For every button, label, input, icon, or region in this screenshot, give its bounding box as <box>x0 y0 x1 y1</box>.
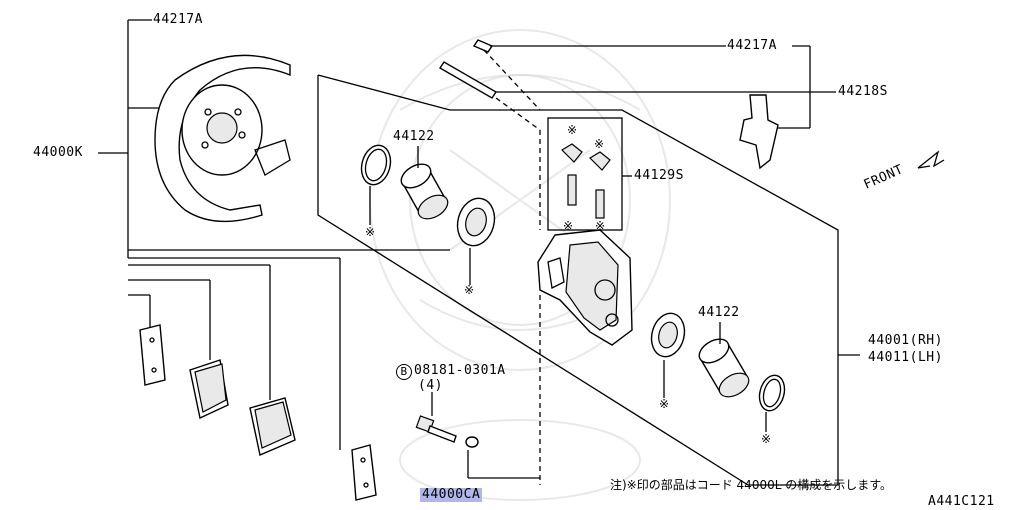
label-44122-right[interactable]: 44122 <box>698 305 740 320</box>
bolt-prefix-badge: B <box>396 364 412 380</box>
caliper-bolt <box>415 392 457 443</box>
piston-seal-right <box>758 374 786 432</box>
caliper-body <box>537 229 633 485</box>
label-44001-rh[interactable]: 44001(RH) <box>868 333 943 348</box>
washer-44000ca <box>465 436 540 479</box>
caliper-assembly-frame <box>317 74 860 486</box>
piston-right <box>698 322 750 398</box>
anti-rattle-clip <box>739 94 779 170</box>
dust-boot-right <box>650 312 686 398</box>
label-bolt-qty: (4) <box>418 378 443 393</box>
brake-pad-inner <box>189 359 229 420</box>
footnote-text: 注)※印の部品はコード 44000L の構成を示します。 <box>610 478 893 492</box>
label-44217a-top[interactable]: 44217A <box>153 12 203 27</box>
star-mark: ※ <box>563 219 574 233</box>
dust-shield-part <box>154 54 291 223</box>
piston-left <box>400 146 449 220</box>
leader-44217a-right <box>490 45 811 129</box>
star-mark: ※ <box>365 225 376 239</box>
dust-boot-left <box>456 197 496 285</box>
guide-pin <box>439 39 541 230</box>
star-mark: ※ <box>567 123 578 137</box>
star-mark: ※ <box>595 219 606 233</box>
diagram-id: A441C121 <box>928 494 995 509</box>
star-mark: ※ <box>659 397 670 411</box>
star-mark: ※ <box>761 432 772 446</box>
brake-pad-outer <box>249 397 296 456</box>
label-44000k[interactable]: 44000K <box>33 145 83 160</box>
label-44000ca[interactable]: 44000CA <box>420 487 483 502</box>
pad-shim-right <box>351 444 377 501</box>
star-mark: ※ <box>594 137 605 151</box>
watermark-emblem <box>369 29 671 501</box>
label-44129s[interactable]: 44129S <box>634 168 684 183</box>
label-44011-lh[interactable]: 44011(LH) <box>868 350 943 365</box>
leader-44000k <box>98 19 450 450</box>
piston-seal-left <box>360 144 392 225</box>
front-arrow <box>917 150 945 169</box>
label-44217a-right[interactable]: 44217A <box>727 38 777 53</box>
star-mark: ※ <box>464 283 475 297</box>
label-44122-left[interactable]: 44122 <box>393 129 435 144</box>
label-44218s[interactable]: 44218S <box>838 84 888 99</box>
bolt-code-text: 08181-0301A <box>414 363 506 378</box>
pad-shim-left <box>139 324 166 386</box>
bleeder-kit-box <box>547 117 632 231</box>
